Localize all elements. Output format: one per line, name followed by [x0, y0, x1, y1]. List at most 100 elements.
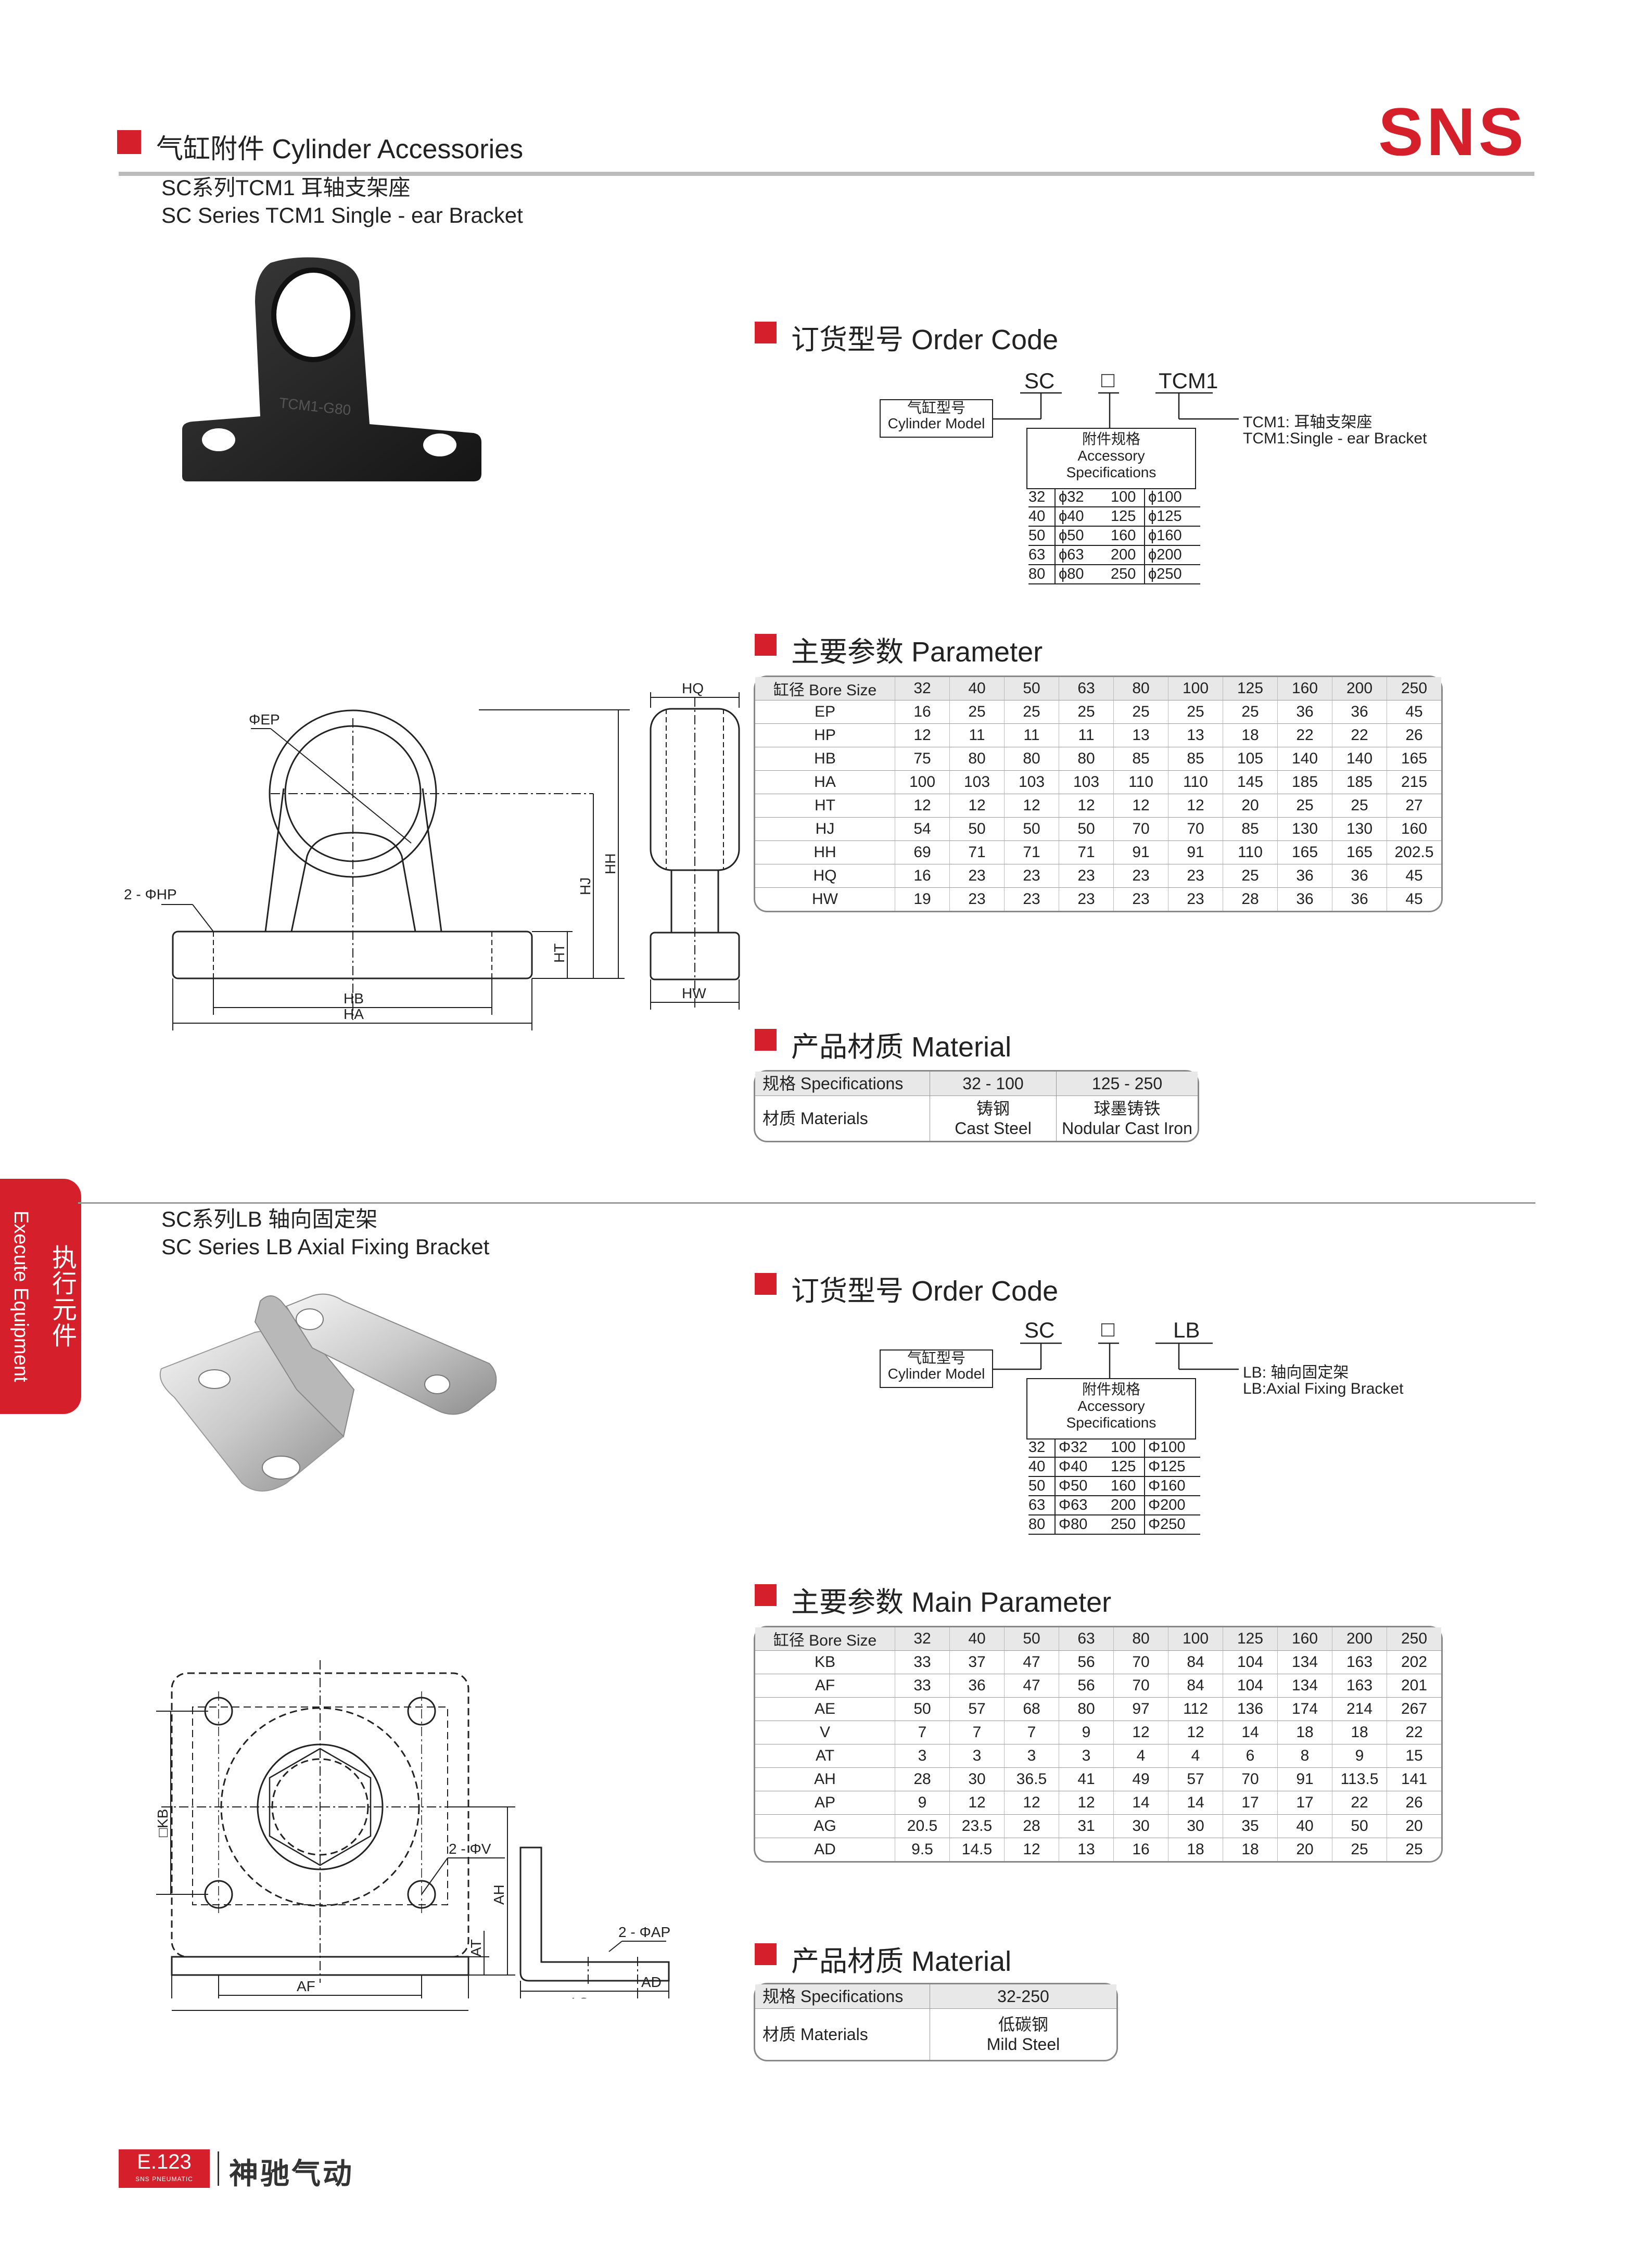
- tcm1-cell: 12: [895, 724, 950, 747]
- lb-cell: 17: [1278, 1791, 1332, 1815]
- lb-cell: 25: [1332, 1838, 1387, 1861]
- lb-cell: 163: [1332, 1651, 1387, 1674]
- lb-cell: 134: [1278, 1674, 1332, 1698]
- tcm1-header-cell: 缸径 Bore Size: [755, 677, 895, 700]
- tcm1-cell: 25: [1278, 794, 1332, 818]
- tcm1-spec-label-en1: Accessory: [1077, 448, 1145, 464]
- lb-oc-suffix: LB: [1173, 1318, 1200, 1342]
- lb-cell: 18: [1223, 1838, 1278, 1861]
- side-tab-label-en: Execute Equipment: [10, 1211, 32, 1382]
- lb-dim-ag: AG: [568, 1995, 589, 1998]
- lb-spec-value: 63: [1028, 1497, 1046, 1513]
- lb-cell: 30: [950, 1768, 1005, 1791]
- tcm1-order-marker: [755, 322, 777, 343]
- lb-suffix-desc-cn: LB: 轴向固定架: [1243, 1364, 1349, 1381]
- lb-cell: 20.5: [895, 1815, 950, 1838]
- lb-cell: 70: [1223, 1768, 1278, 1791]
- lb-header-cell: 80: [1114, 1627, 1168, 1651]
- tcm1-spec-value: 100: [1111, 489, 1136, 505]
- tcm1-header-cell: 200: [1332, 677, 1387, 700]
- lb-cell: 14.5: [950, 1838, 1005, 1861]
- tcm1-cell: 91: [1168, 841, 1223, 864]
- section-divider: [78, 1202, 1535, 1204]
- tcm1-cell: 25: [1005, 700, 1059, 724]
- tcm1-cell: 80: [950, 747, 1005, 771]
- tcm1-cell: 71: [950, 841, 1005, 864]
- tcm1-cell: 25: [1223, 700, 1278, 724]
- lb-header-cell: 100: [1168, 1627, 1223, 1651]
- tcm1-spec-box: 附件规格 Accessory Specifications: [1026, 428, 1196, 489]
- lb-cell: 14: [1168, 1791, 1223, 1815]
- lb-cell: 214: [1332, 1698, 1387, 1721]
- lb-order-marker: [755, 1273, 777, 1295]
- tcm1-spec-value: 200: [1111, 546, 1136, 563]
- tcm1-cell: 12: [950, 794, 1005, 818]
- lb-cell: 112: [1168, 1698, 1223, 1721]
- footer-page-number: E.123: [137, 2150, 192, 2173]
- lb-header-cell: 200: [1332, 1627, 1387, 1651]
- tcm1-cell: 50: [1059, 818, 1114, 841]
- tcm1-cell: 12: [1059, 794, 1114, 818]
- tcm1-suffix-desc-en: TCM1:Single - ear Bracket: [1243, 430, 1427, 447]
- lb-cell: 267: [1387, 1698, 1441, 1721]
- lb-spec-value: 40: [1028, 1458, 1046, 1475]
- tcm1-param-heading: 主要参数 Parameter: [791, 636, 1043, 668]
- lb-cell: 3: [1059, 1744, 1114, 1768]
- lb-cell: 56: [1059, 1674, 1114, 1698]
- tcm1-cell: 11: [1005, 724, 1059, 747]
- tcm1-oc-prefix: SC: [1024, 368, 1055, 393]
- lb-spec-value: 32: [1028, 1439, 1046, 1456]
- lb-model-box: 气缸型号 Cylinder Model: [880, 1349, 993, 1388]
- tcm1-cell: 22: [1278, 724, 1332, 747]
- side-tab-label-cn: 执行元件: [48, 1244, 75, 1348]
- lb-cell: 134: [1278, 1651, 1332, 1674]
- lb-spec-value: Φ160: [1144, 1477, 1186, 1495]
- lb-spec-value: Φ32: [1054, 1438, 1087, 1457]
- tcm1-cell: 165: [1387, 747, 1441, 771]
- tcm1-spec-value: 160: [1111, 527, 1136, 544]
- tcm1-cell: 13: [1114, 724, 1168, 747]
- lb-row-label: KB: [755, 1651, 895, 1674]
- lb-cell: 17: [1223, 1791, 1278, 1815]
- lb-cell: 16: [1114, 1838, 1168, 1861]
- side-tab[interactable]: Execute Equipment 执行元件: [0, 1179, 81, 1414]
- lb-spec-value: Φ200: [1144, 1496, 1186, 1514]
- tcm1-spec-value: 250: [1111, 566, 1136, 582]
- tcm1-row-label: HA: [755, 771, 895, 794]
- lb-cell: 104: [1223, 1674, 1278, 1698]
- tcm1-dim-hh: HH: [602, 854, 618, 874]
- lb-row-label: AD: [755, 1838, 895, 1861]
- lb-mat-label: 材质 Materials: [755, 2009, 930, 2060]
- lb-cell: 68: [1005, 1698, 1059, 1721]
- lb-cell: 7: [1005, 1721, 1059, 1744]
- tcm1-cell: 110: [1168, 771, 1223, 794]
- lb-cell: 14: [1223, 1721, 1278, 1744]
- tcm1-dim-ha: HA: [344, 1006, 364, 1022]
- tcm1-cell: 23: [950, 888, 1005, 911]
- lb-material-marker: [755, 1943, 777, 1965]
- lb-cell: 40: [1278, 1815, 1332, 1838]
- lb-cell: 41: [1059, 1768, 1114, 1791]
- lb-spec-value: 125: [1111, 1458, 1136, 1475]
- tcm1-oc-box: □: [1101, 367, 1115, 392]
- tcm1-cell: 12: [1168, 794, 1223, 818]
- tcm1-cell: 50: [950, 818, 1005, 841]
- tcm1-cell: 185: [1332, 771, 1387, 794]
- tcm1-cell: 100: [895, 771, 950, 794]
- tcm1-cell: 19: [895, 888, 950, 911]
- tcm1-spec-value: ϕ160: [1144, 527, 1182, 545]
- header-marker: [117, 130, 141, 154]
- tcm1-spec-value: ϕ80: [1054, 565, 1084, 583]
- tcm1-model-label-cn: 气缸型号: [907, 400, 965, 416]
